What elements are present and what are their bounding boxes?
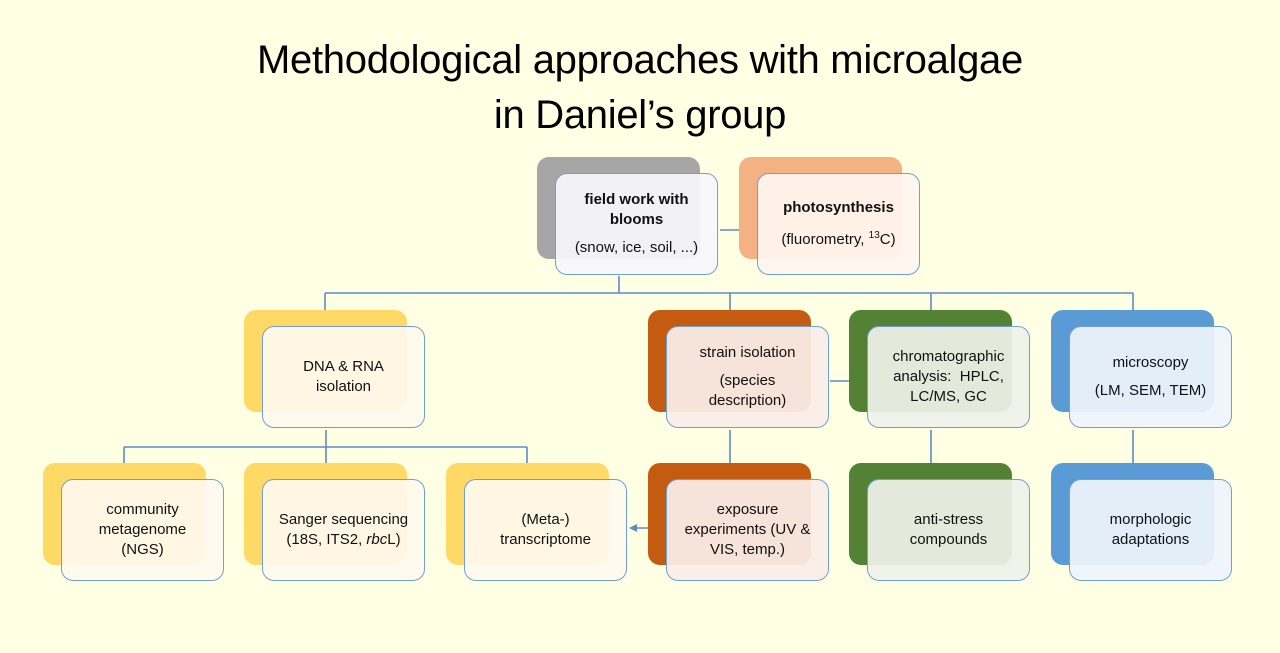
- node-text: exposure: [716, 501, 779, 518]
- node-text: Sanger sequencing: [278, 511, 409, 528]
- node-title: microscopy: [1112, 354, 1189, 371]
- node-text: VIS, temp.): [709, 541, 786, 558]
- node-title: strain isolation: [699, 344, 796, 361]
- node-text: LC/MS, GC: [910, 388, 987, 405]
- node-text: anti-stress: [913, 511, 984, 528]
- node-strain-isolation: strain isolation (species description): [648, 310, 832, 430]
- node-anti-stress-compounds: anti-stress compounds: [849, 463, 1033, 583]
- node-text: morphologic: [1109, 511, 1192, 528]
- node-sanger-sequencing: Sanger sequencing (18S, ITS2, rbcL): [244, 463, 428, 583]
- node-exposure-experiments: exposure experiments (UV & VIS, temp.): [648, 463, 832, 583]
- node-text: (Meta-): [521, 511, 570, 528]
- node-text: isolation: [315, 378, 372, 395]
- node-microscopy: microscopy (LM, SEM, TEM): [1051, 310, 1235, 430]
- node-text: adaptations: [1111, 531, 1190, 548]
- node-photosynthesis: photosynthesis (fluorometry, 13C): [739, 157, 923, 277]
- node-morphologic-adaptations: morphologic adaptations: [1051, 463, 1235, 583]
- node-text: (18S, ITS2, rbcL): [286, 531, 401, 548]
- node-text: chromatographic: [892, 348, 1005, 365]
- node-dna-rna-isolation: DNA & RNA isolation: [244, 310, 428, 430]
- node-box: anti-stress compounds: [867, 479, 1030, 581]
- node-subtitle: (fluorometry, 13C): [781, 230, 896, 248]
- node-box: (Meta-) transcriptome: [464, 479, 627, 581]
- node-subtitle: description): [708, 392, 787, 409]
- node-box: exposure experiments (UV & VIS, temp.): [666, 479, 829, 581]
- node-meta-transcriptome: (Meta-) transcriptome: [446, 463, 630, 583]
- node-text: experiments (UV &: [684, 521, 811, 538]
- node-subtitle: (species: [719, 372, 776, 389]
- node-text: (NGS): [121, 541, 164, 558]
- node-text: analysis: HPLC,: [893, 368, 1004, 385]
- node-title: field work with: [584, 191, 689, 208]
- node-box: strain isolation (species description): [666, 326, 829, 428]
- node-chromatographic-analysis: chromatographic analysis: HPLC, LC/MS, G…: [849, 310, 1033, 430]
- page-title-line1: Methodological approaches with microalga…: [257, 38, 1023, 82]
- node-box: morphologic adaptations: [1069, 479, 1232, 581]
- node-box: field work with blooms (snow, ice, soil,…: [555, 173, 718, 275]
- page-title-line2: in Daniel’s group: [493, 93, 787, 137]
- node-box: DNA & RNA isolation: [262, 326, 425, 428]
- node-text: transcriptome: [500, 531, 591, 548]
- node-box: Sanger sequencing (18S, ITS2, rbcL): [262, 479, 425, 581]
- node-community-metagenome: community metagenome (NGS): [43, 463, 227, 583]
- node-text: community: [106, 501, 179, 518]
- node-box: photosynthesis (fluorometry, 13C): [757, 173, 920, 275]
- node-text: DNA & RNA: [303, 358, 384, 375]
- node-field-work: field work with blooms (snow, ice, soil,…: [537, 157, 721, 277]
- node-box: community metagenome (NGS): [61, 479, 224, 581]
- node-box: chromatographic analysis: HPLC, LC/MS, G…: [867, 326, 1030, 428]
- node-box: microscopy (LM, SEM, TEM): [1069, 326, 1232, 428]
- node-title: blooms: [609, 211, 664, 228]
- arrowhead-icon: [629, 524, 637, 532]
- node-text: metagenome: [98, 521, 187, 538]
- node-subtitle: (snow, ice, soil, ...): [574, 239, 699, 256]
- node-subtitle: (LM, SEM, TEM): [1094, 382, 1207, 399]
- node-title: photosynthesis: [783, 199, 894, 216]
- node-text: compounds: [909, 531, 988, 548]
